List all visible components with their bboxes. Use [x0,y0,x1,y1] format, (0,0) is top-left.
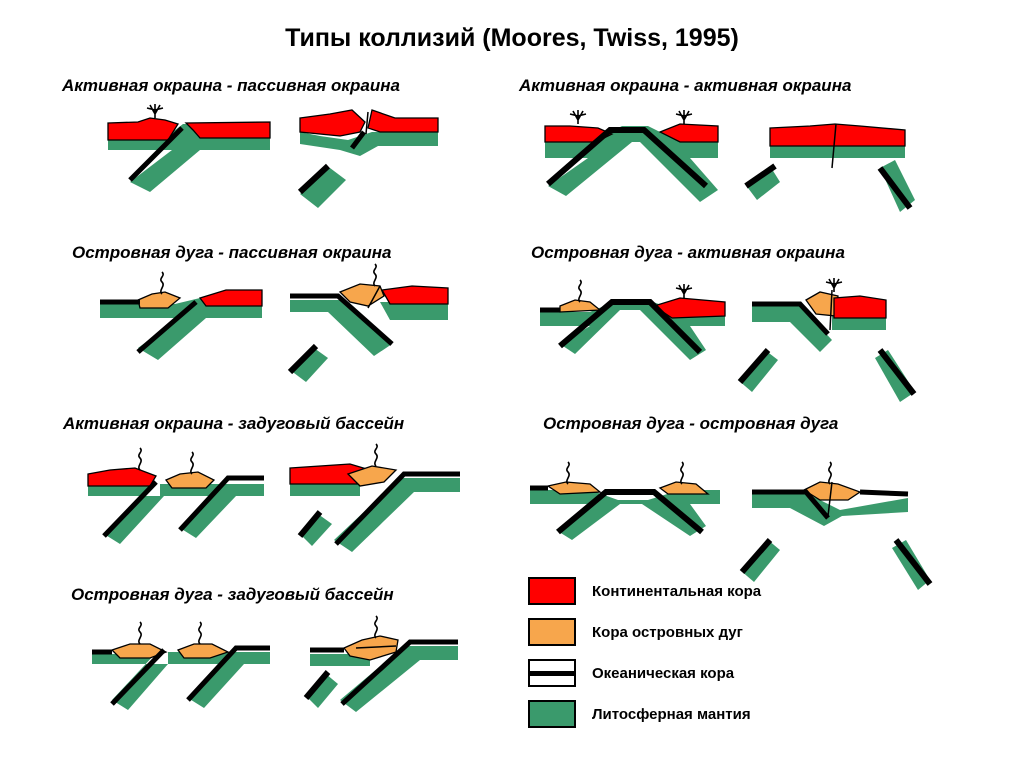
legend-label: Океаническая кора [592,665,735,682]
caption-arc-passive: Островная дуга - пассивная окраина [72,243,392,262]
caption-arc-active: Островная дуга - активная окраина [531,243,845,262]
legend-label: Кора островных дуг [592,624,743,641]
diagram-arc-arc [530,461,933,590]
legend-item-island-arc-crust: Кора островных дуг [528,618,828,652]
diagram-arc-active [540,277,917,402]
legend-item-lithospheric-mantle: Литосферная мантия [528,700,828,734]
legend-item-oceanic-crust: Океаническая кора [528,659,828,693]
caption-active-active: Активная окраина - активная окраина [519,76,852,95]
diagram-active-active [544,109,915,212]
legend-item-continental-crust: Континентальная кора [528,577,828,611]
diagram-arc-backarc [92,615,458,712]
caption-active-passive: Активная окраина - пассивная окраина [62,76,400,95]
caption-arc-backarc: Островная дуга - задуговый бассейн [71,585,394,604]
legend-label: Литосферная мантия [592,706,751,723]
legend-swatch-island-arc-crust [528,618,576,646]
legend-label: Континентальная кора [592,583,762,600]
diagram-arc-passive [100,263,449,382]
diagram-active-backarc [87,443,460,552]
legend-swatch-lithospheric-mantle [528,700,576,728]
legend-swatch-oceanic-crust [528,659,576,687]
legend-swatch-continental-crust [528,577,576,605]
diagram-active-passive [107,103,439,208]
caption-arc-arc: Островная дуга - островная дуга [543,414,839,433]
diagram-title: Типы коллизий (Moores, Twiss, 1995) [285,24,739,52]
caption-active-backarc: Активная окраина - задуговый бассейн [63,414,405,433]
